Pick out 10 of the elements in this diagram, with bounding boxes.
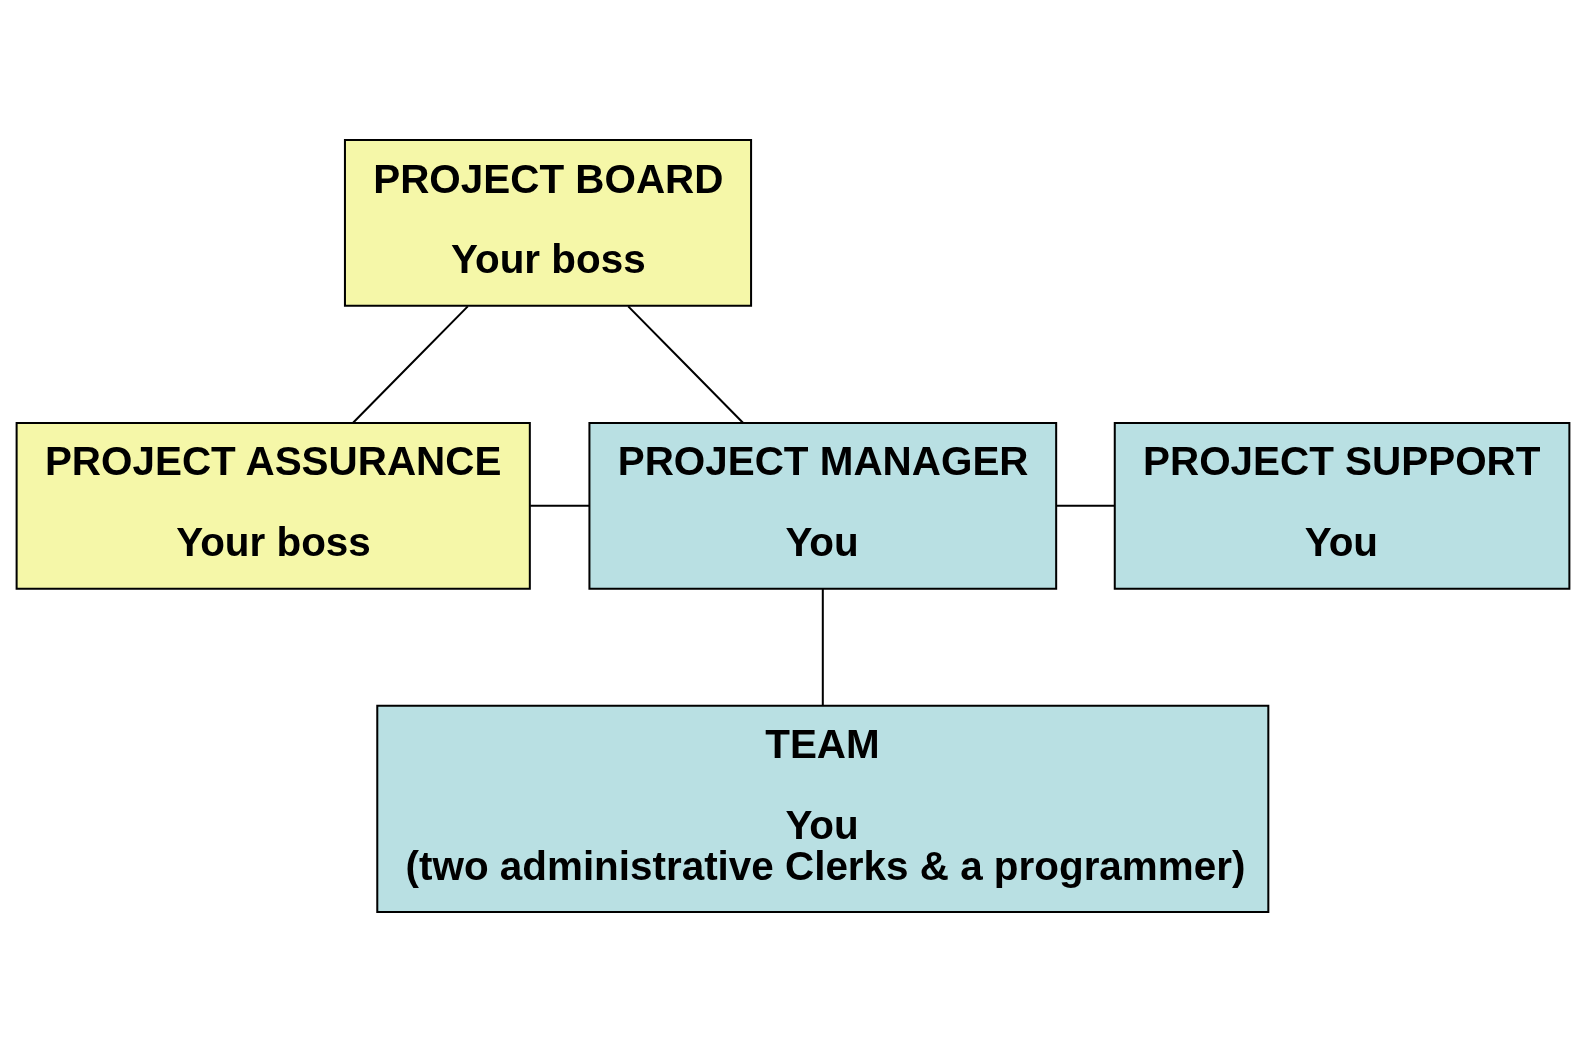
node-box: PROJECT SUPPORT You bbox=[1113, 421, 1571, 590]
connector bbox=[1056, 504, 1115, 507]
connector bbox=[627, 305, 744, 424]
node-box: PROJECT BOARD Your boss bbox=[343, 139, 753, 307]
node-box: PROJECT ASSURANCE Your boss bbox=[15, 421, 531, 590]
connector bbox=[821, 588, 824, 706]
node-box: TEAM You (two administrative Clerks & a programmer) bbox=[376, 704, 1270, 913]
node-box: PROJECT MANAGER You bbox=[588, 421, 1058, 590]
connector bbox=[352, 305, 469, 424]
connector bbox=[530, 504, 590, 507]
